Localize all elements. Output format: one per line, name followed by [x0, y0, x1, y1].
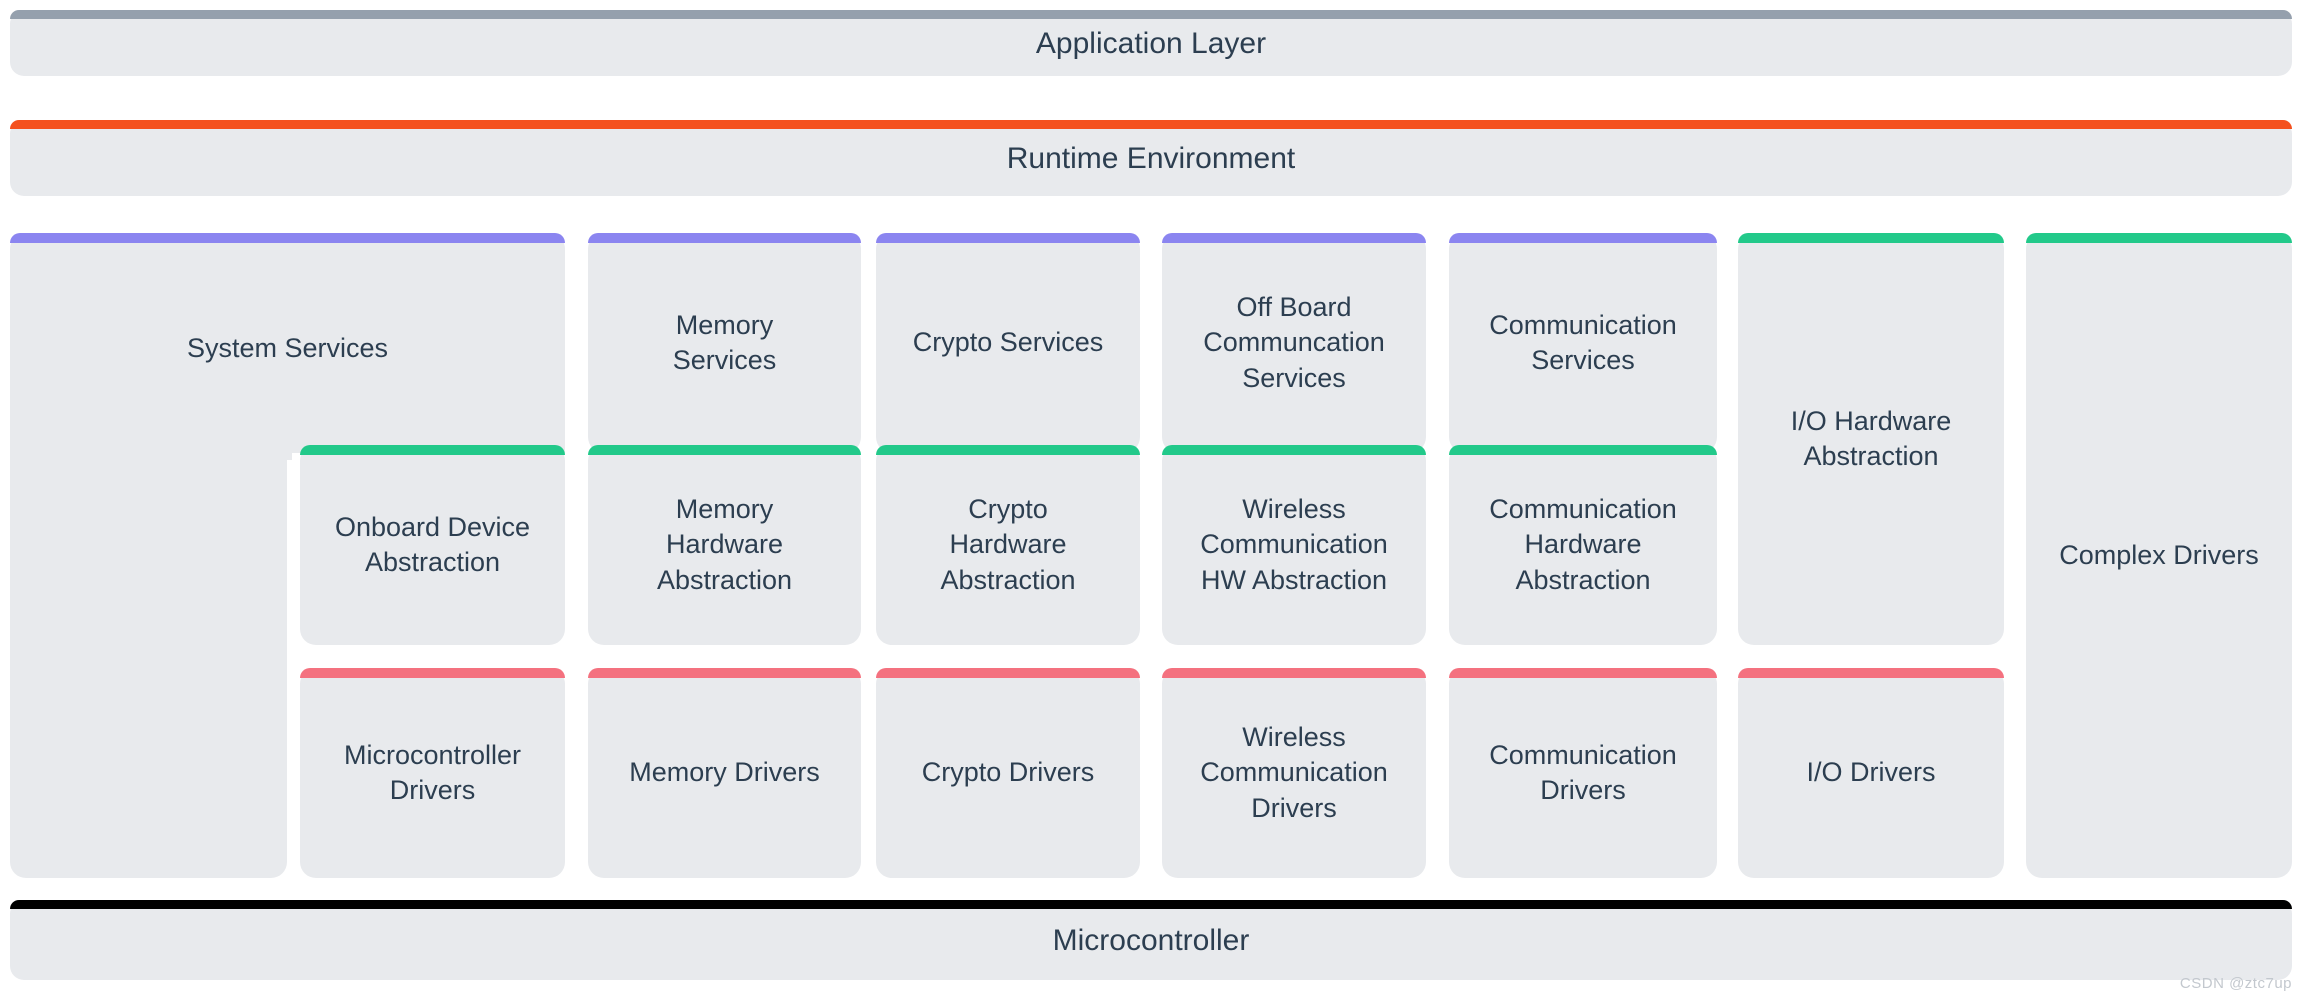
communication-services-label: Communication Services: [1489, 309, 1677, 375]
bsw-io-drivers: I/O Drivers: [1738, 668, 2004, 878]
system-services-top-region: [10, 233, 565, 453]
system-services-label: System Services: [186, 332, 389, 363]
bsw-system-services: System Services: [10, 233, 565, 878]
memory-hardware-abstraction-label: Memory Hardware Abstraction: [656, 494, 793, 595]
bsw-off-board-communication-services: Off Board Communcation Services: [1162, 233, 1426, 453]
layer-runtime-environment: Runtime Environment: [10, 120, 2292, 196]
crypto-services-label: Crypto Services: [912, 327, 1104, 358]
watermark: CSDN @ztc7up: [2179, 975, 2292, 992]
bsw-microcontroller-drivers: Microcontroller Drivers: [300, 668, 565, 878]
crypto-hardware-abstraction-label: Crypto Hardware Abstraction: [940, 494, 1076, 595]
bsw-crypto-services: Crypto Services: [876, 233, 1140, 453]
complex-drivers-label: Complex Drivers: [2059, 539, 2259, 570]
communication-hardware-abstraction-label: Communication Hardware Abstraction: [1489, 494, 1677, 595]
bsw-memory-hardware-abstraction: Memory Hardware Abstraction: [588, 445, 861, 645]
bsw-memory-drivers: Memory Drivers: [588, 668, 861, 878]
bsw-communication-services: Communication Services: [1449, 233, 1717, 453]
bsw-memory-services: Memory Services: [588, 233, 861, 453]
system-services-label-wrap: System Services: [10, 243, 565, 453]
bsw-crypto-hardware-abstraction: Crypto Hardware Abstraction: [876, 445, 1140, 645]
onboard-device-abstraction-label: Onboard Device Abstraction: [334, 511, 531, 577]
memory-services-label: Memory Services: [672, 309, 777, 375]
system-services-accent-bar: [10, 233, 565, 243]
crypto-drivers-label: Crypto Drivers: [921, 757, 1095, 788]
wireless-communication-drivers-label: Wireless Communication Drivers: [1200, 722, 1388, 823]
wireless-communication-hw-abstraction-label: Wireless Communication HW Abstraction: [1200, 494, 1388, 595]
off-board-communication-services-label: Off Board Communcation Services: [1203, 292, 1385, 393]
system-services-inner-corner: [272, 438, 292, 460]
layer-application-label: Application Layer: [1035, 26, 1267, 60]
bsw-wireless-communication-hw-abstraction: Wireless Communication HW Abstraction: [1162, 445, 1426, 645]
layer-runtime-environment-label: Runtime Environment: [1006, 141, 1296, 175]
system-services-left-column-region: [10, 433, 287, 878]
io-drivers-label: I/O Drivers: [1806, 757, 1936, 788]
microcontroller-drivers-label: Microcontroller Drivers: [343, 739, 522, 805]
layer-microcontroller: Microcontroller: [10, 900, 2292, 980]
bsw-crypto-drivers: Crypto Drivers: [876, 668, 1140, 878]
bsw-wireless-communication-drivers: Wireless Communication Drivers: [1162, 668, 1426, 878]
memory-drivers-label: Memory Drivers: [629, 757, 820, 788]
bsw-communication-hardware-abstraction: Communication Hardware Abstraction: [1449, 445, 1717, 645]
communication-drivers-label: Communication Drivers: [1489, 739, 1677, 805]
io-hardware-abstraction-label: I/O Hardware Abstraction: [1790, 405, 1952, 471]
layer-microcontroller-label: Microcontroller: [1052, 923, 1250, 957]
layer-application: Application Layer: [10, 10, 2292, 76]
bsw-onboard-device-abstraction: Onboard Device Abstraction: [300, 445, 565, 645]
bsw-complex-drivers: Complex Drivers: [2026, 233, 2292, 878]
bsw-io-hardware-abstraction: I/O Hardware Abstraction: [1738, 233, 2004, 645]
bsw-communication-drivers: Communication Drivers: [1449, 668, 1717, 878]
